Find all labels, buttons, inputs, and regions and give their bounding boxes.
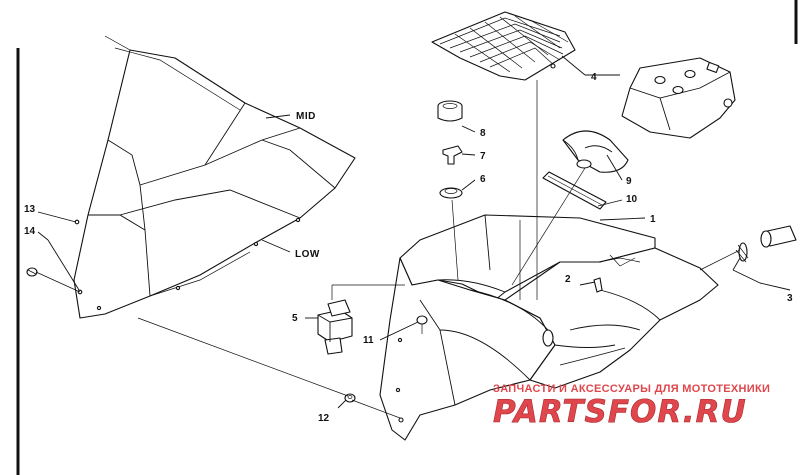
strip-part-10	[542, 171, 607, 210]
cap-part-8	[437, 100, 463, 122]
watermark: ЗАПЧАСТИ И АКСЕССУАРЫ ДЛЯ МОТОТЕХНИКИ PA…	[493, 383, 770, 430]
light-housing-part-9	[562, 130, 629, 173]
clip-part-7	[442, 145, 463, 165]
callout-4: 4	[591, 72, 597, 83]
callout-3: 3	[787, 293, 793, 304]
callout-5: 5	[292, 313, 298, 324]
callout-11: 11	[363, 335, 374, 346]
callout-2: 2	[565, 274, 571, 285]
gauge-pod-part-4	[621, 57, 736, 139]
knob-part-3	[735, 225, 797, 263]
left-border-marks	[16, 0, 798, 475]
label-low: LOW	[295, 249, 320, 260]
callout-9: 9	[626, 176, 632, 187]
callout-14: 14	[24, 226, 36, 237]
callout-1: 1	[650, 214, 656, 225]
leader-lines	[35, 55, 791, 419]
callout-10: 10	[626, 194, 638, 205]
callout-7: 7	[480, 151, 486, 162]
windshield	[73, 35, 356, 319]
screw-part-14	[26, 267, 38, 277]
callout-6: 6	[480, 174, 486, 185]
nut-part-6	[439, 187, 463, 199]
callout-13: 13	[24, 204, 36, 215]
callout-numbers: 8 7 6 4 9 10 1 2 3 5 11 12 13 14 MID LOW	[24, 72, 793, 424]
screw-part-2	[593, 277, 603, 293]
callout-12: 12	[318, 413, 330, 424]
watermark-logo: PARTSFOR.RU	[493, 394, 747, 430]
hood-part-1	[379, 214, 719, 441]
vent-grille	[431, 11, 576, 81]
watermark-tagline: ЗАПЧАСТИ И АКСЕССУАРЫ ДЛЯ МОТОТЕХНИКИ	[493, 383, 770, 395]
switch-part-5	[317, 299, 353, 355]
screw-part-11	[416, 315, 428, 334]
callout-8: 8	[480, 128, 486, 139]
label-mid: MID	[296, 111, 316, 122]
